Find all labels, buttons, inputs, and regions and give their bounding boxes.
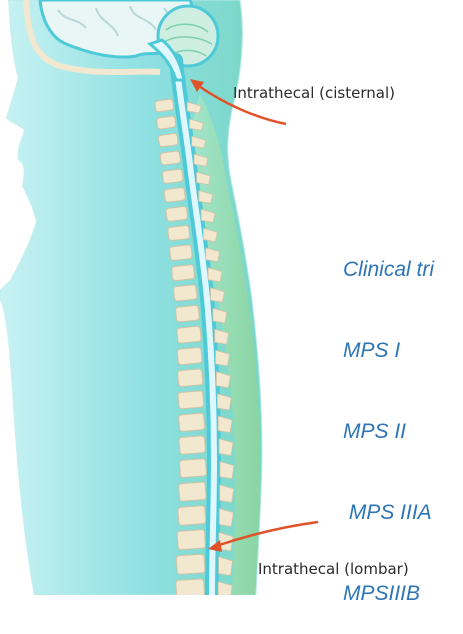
vertebra [178, 482, 206, 502]
vertebra [177, 530, 206, 550]
vertebra [175, 305, 199, 322]
vertebra [177, 347, 202, 365]
vertebra [162, 169, 183, 184]
vertebra [177, 369, 203, 387]
vertebra [169, 245, 192, 261]
trial-item-mps-iiib: MPSIIIB [343, 580, 434, 607]
trial-item-mps-ii: MPS II [343, 418, 434, 445]
vertebra [160, 151, 181, 165]
clinical-trials-list: Clinical tri MPS I MPS II MPS IIIA MPSII… [343, 202, 434, 634]
vertebra [156, 116, 176, 130]
vertebra [166, 206, 188, 221]
vertebra [171, 264, 195, 281]
vertebra [178, 506, 206, 526]
vertebra [158, 133, 178, 147]
vertebra [176, 579, 205, 595]
trial-item-mps-iiia: MPS IIIA [343, 499, 434, 526]
vertebra [164, 187, 186, 202]
trial-item-mps-i: MPS I [343, 337, 434, 364]
vertebra [179, 459, 206, 478]
vertebra [177, 326, 202, 343]
clinical-trials-heading: Clinical tri [343, 256, 434, 283]
vertebra [178, 391, 204, 409]
vertebra [176, 554, 205, 574]
vertebra [178, 413, 205, 432]
vertebra [179, 436, 206, 455]
vertebra [173, 285, 197, 302]
label-intrathecal-cisternal: Intrathecal (cisternal) [233, 84, 395, 102]
vertebra [167, 225, 190, 241]
vertebra [155, 99, 174, 112]
